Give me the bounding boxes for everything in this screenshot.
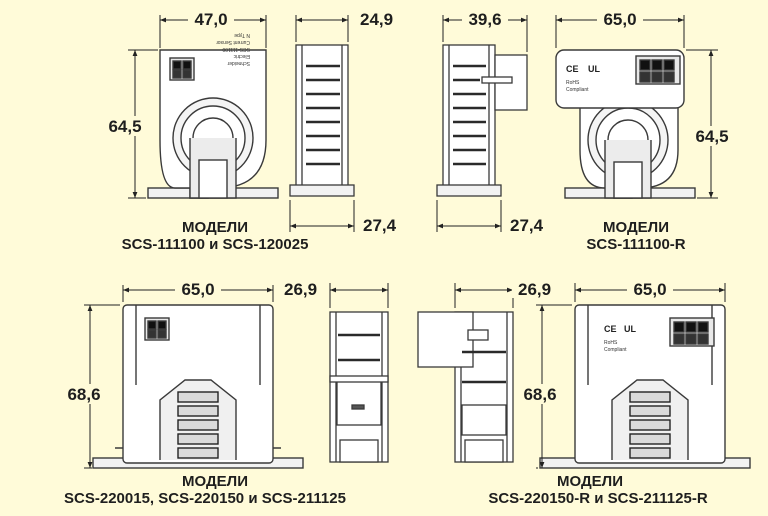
dim-height-68-left: 68,6 bbox=[67, 385, 100, 404]
dim-side-26-9-right: 26,9 bbox=[518, 280, 551, 299]
top-left-front-view bbox=[147, 49, 279, 199]
bottom-right-models: SCS-220150-R и SCS-211125-R bbox=[488, 490, 708, 507]
bottom-right-side-dims bbox=[454, 283, 514, 308]
dim-side-base-27-4-right: 27,4 bbox=[510, 216, 544, 235]
bottom-left-front-view bbox=[92, 304, 304, 469]
bottom-left-label: МОДЕЛИ bbox=[182, 473, 248, 490]
ce-mark: CE bbox=[566, 64, 579, 74]
ul-mark: UL bbox=[588, 64, 600, 74]
svg-text:Schneider: Schneider bbox=[227, 60, 250, 66]
dim-side-24-9: 24,9 bbox=[360, 10, 393, 29]
dim-width-47: 47,0 bbox=[194, 10, 227, 29]
rohs-mark-bottom: RoHS bbox=[604, 340, 618, 346]
dim-side-base-27-4: 27,4 bbox=[363, 216, 397, 235]
bottom-left-side-view bbox=[329, 311, 389, 463]
compliant-mark-bottom: Compliant bbox=[604, 347, 627, 353]
bottom-right-front-view bbox=[539, 304, 751, 469]
dim-width-65-top: 65,0 bbox=[603, 10, 636, 29]
bottom-left-side-dims bbox=[329, 283, 389, 308]
top-left-side-dims bbox=[289, 15, 355, 232]
svg-text:SCS-111100: SCS-111100 bbox=[222, 46, 250, 52]
bottom-left-models: SCS-220015, SCS-220150 и SCS-211125 bbox=[64, 490, 346, 507]
dim-side-26-9-left: 26,9 bbox=[284, 280, 317, 299]
dim-width-65-bottom-right: 65,0 bbox=[633, 280, 666, 299]
ul-mark-bottom: UL bbox=[624, 324, 636, 334]
dim-side-39-6: 39,6 bbox=[468, 10, 501, 29]
side-slots bbox=[306, 64, 340, 166]
bottom-right-side-view bbox=[417, 311, 514, 463]
top-left-label: МОДЕЛИ bbox=[182, 219, 248, 236]
compliant-mark: Compliant bbox=[566, 87, 589, 93]
svg-text:N Type: N Type bbox=[234, 32, 250, 38]
top-left-models: SCS-111100 и SCS-120025 bbox=[122, 236, 309, 253]
top-left-side-view bbox=[289, 44, 355, 197]
top-right-models: SCS-111100-R bbox=[586, 236, 685, 253]
svg-text:Electric: Electric bbox=[233, 53, 250, 59]
dim-width-65-bottom-left: 65,0 bbox=[181, 280, 214, 299]
ce-mark-bottom: CE bbox=[604, 324, 617, 334]
bottom-right-label: МОДЕЛИ bbox=[557, 473, 623, 490]
dim-height-68-right: 68,6 bbox=[523, 385, 556, 404]
top-left-plate-text: Schneider Electric SCS-111100 Current Se… bbox=[216, 32, 250, 66]
top-right-label: МОДЕЛИ bbox=[603, 219, 669, 236]
svg-text:Current Sensor: Current Sensor bbox=[216, 39, 250, 45]
top-right-front-view bbox=[555, 49, 696, 199]
rohs-mark: RoHS bbox=[566, 80, 580, 86]
dim-height-64-right: 64,5 bbox=[695, 127, 728, 146]
dim-height-64-left: 64,5 bbox=[108, 117, 141, 136]
top-right-side-view bbox=[436, 44, 528, 197]
